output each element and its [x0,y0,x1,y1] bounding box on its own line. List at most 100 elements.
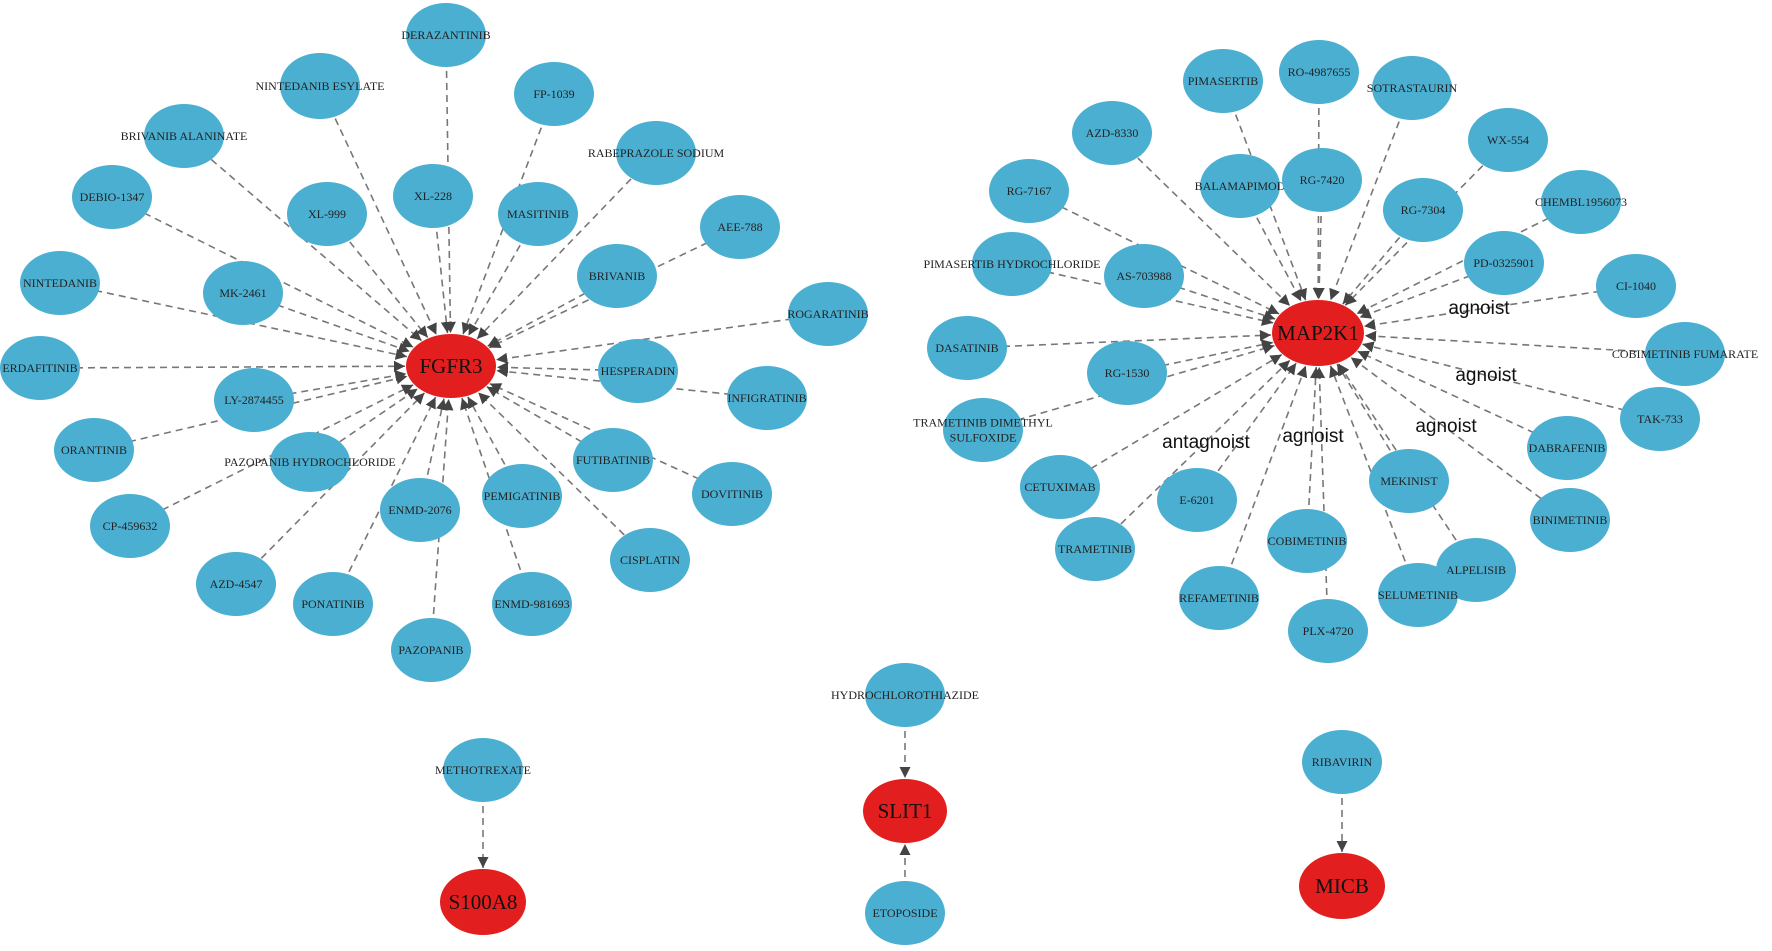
drug-node-m9[interactable]: RG-7304 [1383,178,1463,242]
drug-node-d28[interactable]: PONATINIB [293,572,373,636]
drug-node-shape [280,53,360,119]
drug-node-d15[interactable]: ERDAFITINIB [0,336,80,400]
drug-node-d18[interactable]: INFIGRATINIB [727,366,807,430]
drug-node-d22[interactable]: DOVITINIB [692,462,772,526]
drug-node-label: REFAMETINIB [1179,591,1259,605]
drug-node-s4[interactable]: RIBAVIRIN [1302,730,1382,794]
edge-label-m14: agnoist [1448,298,1510,319]
drug-node-m15[interactable]: DASATINIB [927,316,1007,380]
drug-node-m12[interactable]: AS-703988 [1104,244,1184,308]
drug-node-d27[interactable]: AZD-4547 [196,552,276,616]
drug-node-shape [1072,101,1152,165]
drug-node-label: XL-999 [308,207,346,221]
drug-node-d4[interactable]: BRIVANIB ALANINATE [121,104,248,168]
drug-node-shape [865,663,945,727]
drug-node-label: NINTEDANIB [23,276,97,290]
edge-d10-FGFR3 [488,226,741,349]
drug-node-m26[interactable]: COBIMETINIB [1267,509,1347,573]
drug-node-m21[interactable]: CETUXIMAB [1020,455,1100,519]
drug-node-d7[interactable]: XL-999 [287,182,367,246]
target-node-map2k1[interactable]: MAP2K1 [1272,300,1364,366]
drug-node-label: AS-703988 [1116,269,1171,283]
drug-node-m23[interactable]: MEKINIST [1369,449,1449,513]
drug-node-shape [1179,566,1259,630]
drug-node-shape [1104,244,1184,308]
drug-node-m3[interactable]: SOTRASTAURIN [1367,56,1458,120]
drug-node-d21[interactable]: FUTIBATINIB [573,428,653,492]
drug-node-m10[interactable]: CHEMBL1956073 [1535,170,1627,234]
edge-m19-MAP2K1 [1362,341,1661,420]
edge-m5-MAP2K1 [1344,139,1509,306]
drug-node-m5[interactable]: WX-554 [1468,108,1548,172]
edge-m20-MAP2K1 [1357,350,1568,449]
drug-node-shape [573,428,653,492]
drug-node-d14[interactable]: ROGARATINIB [787,282,869,346]
target-node-s100a8[interactable]: S100A8 [440,869,526,935]
target-node-fgfr3[interactable]: FGFR3 [406,334,496,398]
drug-node-shape [1087,341,1167,405]
drug-node-d17[interactable]: LY-2874455 [214,368,294,432]
drug-node-m30[interactable]: PLX-4720 [1288,599,1368,663]
drug-node-m6[interactable]: BALAMAPIMOD [1195,154,1286,218]
drug-node-label: ERDAFITINIB [2,361,77,375]
drug-node-d3[interactable]: FP-1039 [514,62,594,126]
drug-node-s3[interactable]: ETOPOSIDE [865,881,945,945]
drug-node-shape [1267,509,1347,573]
drug-node-d25[interactable]: PEMIGATINIB [482,464,562,528]
drug-node-d11[interactable]: NINTEDANIB [20,251,100,315]
drug-node-shape [1527,416,1607,480]
drug-node-m8[interactable]: RG-7167 [989,159,1069,223]
drug-node-m17[interactable]: RG-1530 [1087,341,1167,405]
drug-node-d29[interactable]: ENMD-981693 [492,572,572,636]
drug-node-d20[interactable]: PAZOPANIB HYDROCHLORIDE [224,432,396,492]
drug-node-m11[interactable]: PIMASERTIB HYDROCHLORIDE [924,232,1101,296]
drug-node-m28[interactable]: REFAMETINIB [1179,566,1259,630]
drug-node-d5[interactable]: RABEPRAZOLE SODIUM [588,121,725,185]
drug-node-s1[interactable]: METHOTREXATE [435,738,531,802]
drug-node-d9[interactable]: MASITINIB [498,182,578,246]
drug-node-d23[interactable]: CP-459632 [90,494,170,558]
drug-node-m22[interactable]: E-6201 [1157,468,1237,532]
drug-node-shape [1157,468,1237,532]
drug-node-m2[interactable]: RO-4987655 [1279,40,1359,104]
drug-node-m20[interactable]: DABRAFENIB [1527,416,1607,480]
drug-node-m14[interactable]: CI-1040 [1596,254,1676,318]
drug-node-d26[interactable]: CISPLATIN [610,528,690,592]
drug-node-m24[interactable]: BINIMETINIB [1530,488,1610,552]
drug-node-m1[interactable]: PIMASERTIB [1183,49,1263,113]
drug-node-d24[interactable]: ENMD-2076 [380,478,460,542]
drug-node-shape [54,418,134,482]
target-node-slit1[interactable]: SLIT1 [863,779,947,843]
drug-node-m19[interactable]: TAK-733 [1620,387,1700,451]
edge-d15-FGFR3 [39,360,406,372]
drug-node-d13[interactable]: BRIVANIB [577,244,657,308]
edge-m3-MAP2K1 [1329,87,1413,301]
drug-node-shape [1468,108,1548,172]
drug-node-d6[interactable]: DEBIO-1347 [72,165,152,229]
drug-node-d2[interactable]: NINTEDANIB ESYLATE [256,53,385,119]
drug-node-m25[interactable]: TRAMETINIB [1055,517,1135,581]
drug-node-d10[interactable]: AEE-788 [700,195,780,259]
edge-m6-MAP2K1 [1239,185,1302,302]
drug-node-d12[interactable]: MK-2461 [203,261,283,325]
drug-node-label: PLX-4720 [1303,624,1354,638]
drug-node-d8[interactable]: XL-228 [393,164,473,228]
drug-node-shape [865,881,945,945]
drug-node-m13[interactable]: PD-0325901 [1464,231,1544,295]
drug-node-m7[interactable]: RG-7420 [1282,148,1362,212]
drug-node-d1[interactable]: DERAZANTINIB [401,3,491,67]
drug-node-shape [1530,488,1610,552]
drug-node-shape [287,182,367,246]
drug-node-m16[interactable]: COBIMETINIB FUMARATE [1612,322,1758,386]
target-node-micb[interactable]: MICB [1299,853,1385,919]
drug-node-d16[interactable]: HESPERADIN [598,339,678,403]
drug-node-d19[interactable]: ORANTINIB [54,418,134,482]
drug-node-label: CISPLATIN [620,553,680,567]
drug-node-shape [1378,563,1458,627]
drug-node-m4[interactable]: AZD-8330 [1072,101,1152,165]
drug-node-m29[interactable]: SELUMETINIB [1378,563,1458,627]
drug-node-d30[interactable]: PAZOPANIB [391,618,471,682]
drug-node-s2[interactable]: HYDROCHLOROTHIAZIDE [831,663,979,727]
